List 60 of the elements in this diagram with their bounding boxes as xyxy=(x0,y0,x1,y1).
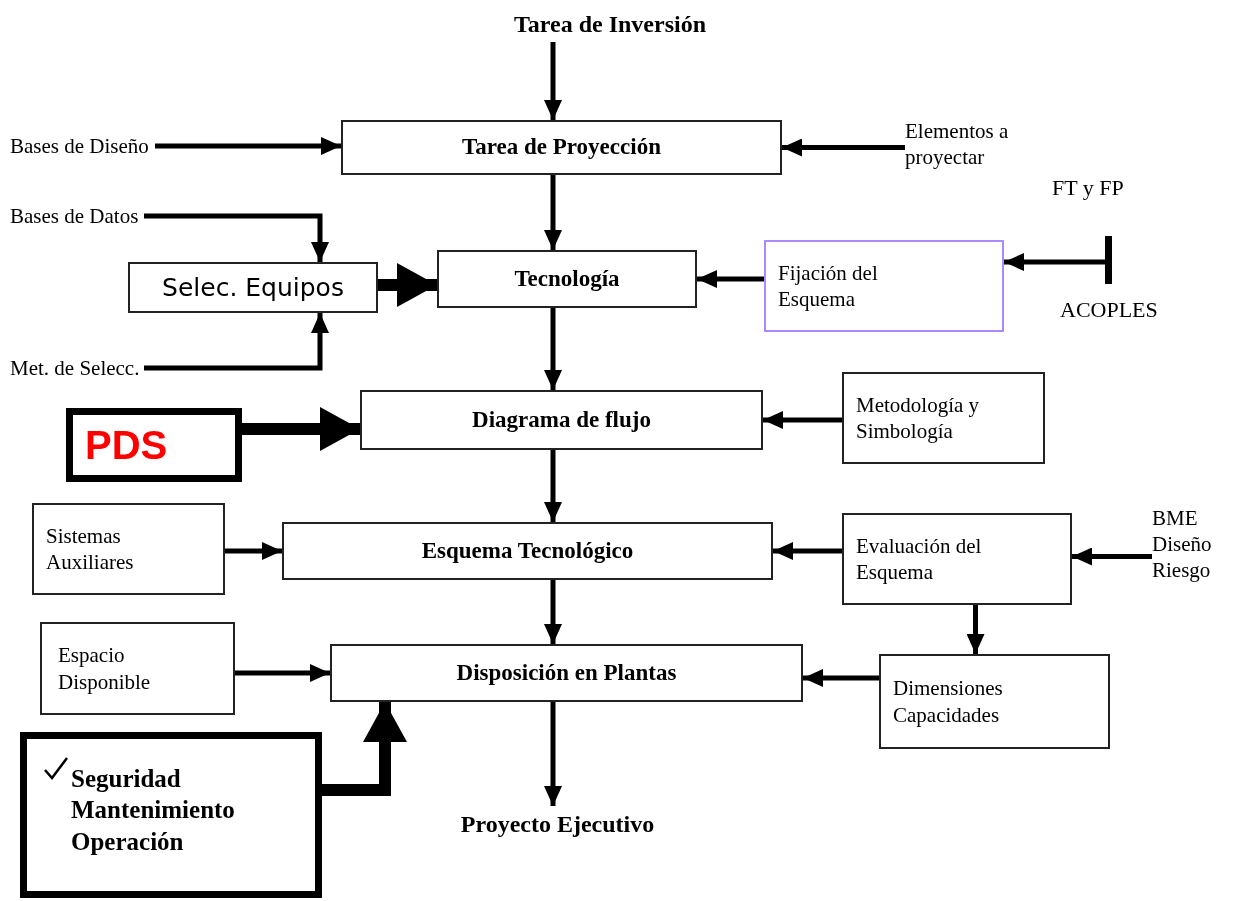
arrow xyxy=(544,580,562,644)
side-label: FT y FP xyxy=(1052,174,1124,202)
arrow xyxy=(544,702,562,806)
process-box xyxy=(20,732,322,898)
box-text: Seguridad Mantenimiento Operación xyxy=(71,764,236,857)
box-text: Fijación del Esquema xyxy=(778,259,879,313)
process-box xyxy=(764,240,1004,332)
box-text: Selec. Equipos xyxy=(162,271,344,304)
input-label: BME Diseño Riesgo xyxy=(1152,504,1213,584)
arrow xyxy=(544,308,562,390)
box-text: Esquema Tecnológico xyxy=(421,536,634,565)
arrow xyxy=(1072,547,1152,566)
process-box xyxy=(330,644,803,702)
arrow xyxy=(763,411,842,429)
arrow xyxy=(155,137,341,155)
arrow xyxy=(803,669,879,687)
arrow xyxy=(378,263,437,307)
arrow xyxy=(225,542,282,560)
arrow xyxy=(544,450,562,522)
arrow xyxy=(544,175,562,250)
process-box xyxy=(879,654,1110,749)
process-box xyxy=(842,513,1072,605)
box-text: Tarea de Proyección xyxy=(462,133,661,162)
box-text: Dimensiones Capacidades xyxy=(893,675,1004,728)
input-label: Met. de Selecc. xyxy=(10,354,140,382)
box-text: Diagrama de flujo xyxy=(472,405,651,434)
stop-bar xyxy=(1105,236,1112,284)
input-label: Bases de Datos xyxy=(10,202,139,230)
arrow xyxy=(242,407,360,451)
process-box xyxy=(341,120,782,175)
process-box xyxy=(437,250,697,308)
outcome-text: Proyecto Ejecutivo xyxy=(460,810,655,839)
box-text: Sistemas Auxiliares xyxy=(46,522,135,576)
side-label: ACOPLES xyxy=(1060,296,1158,324)
process-box xyxy=(66,408,242,482)
arrow xyxy=(782,138,905,157)
arrow xyxy=(235,664,330,682)
arrow xyxy=(1004,253,1105,271)
arrow xyxy=(773,542,842,560)
process-box xyxy=(282,522,773,580)
process-box xyxy=(360,390,763,450)
input-label: Bases de Diseño xyxy=(10,132,149,160)
box-text: Evaluación del Esquema xyxy=(856,532,983,586)
arrow xyxy=(697,270,764,288)
box-text: PDS xyxy=(85,422,168,469)
box-text: Espacio Disponible xyxy=(58,642,152,695)
box-text: Metodología y Simbología xyxy=(856,391,981,445)
arrow xyxy=(322,702,407,796)
input-label: Elementos a proyectar xyxy=(905,117,1010,171)
arrow xyxy=(544,42,562,120)
arrow xyxy=(144,213,329,262)
heading-text: Tarea de Inversión xyxy=(514,10,706,39)
process-box xyxy=(40,622,235,715)
arrow xyxy=(144,313,329,371)
arrow xyxy=(966,605,985,654)
process-box xyxy=(32,503,225,595)
box-text: Tecnología xyxy=(514,264,620,293)
process-box xyxy=(128,262,378,313)
box-text: Disposición en Plantas xyxy=(456,658,677,687)
process-box xyxy=(842,372,1045,464)
